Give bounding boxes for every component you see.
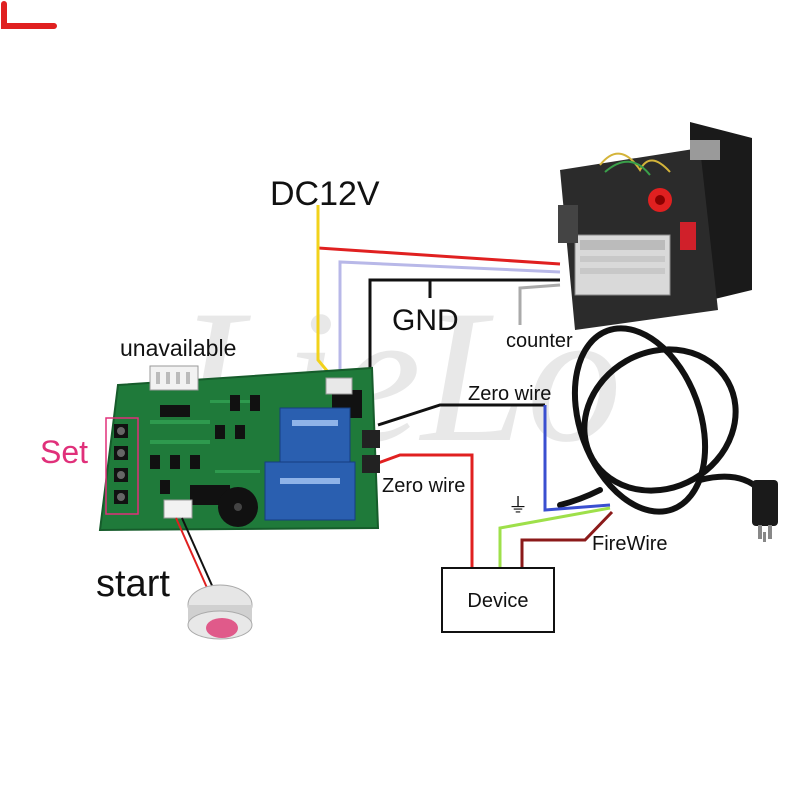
label-zero-wire-top: Zero wire	[468, 383, 551, 405]
wire-zero-blue	[543, 405, 611, 512]
power-cord	[557, 325, 763, 515]
start-connector	[163, 499, 193, 519]
wire-firewire-brown	[520, 510, 614, 568]
label-zero-wire-bottom: Zero wire	[382, 475, 465, 497]
label-device: Device	[467, 590, 528, 612]
wire-counter-gray	[518, 283, 561, 325]
start-wires	[175, 517, 215, 591]
wire-violet	[338, 260, 561, 378]
label-start: start	[96, 563, 170, 605]
control-board	[98, 366, 380, 532]
wire-ground-green	[498, 506, 611, 568]
label-counter: counter	[506, 330, 573, 352]
label-ground-symbol: ⏚	[508, 495, 528, 517]
wire-zero-black	[377, 403, 545, 427]
set-buttons	[105, 417, 139, 515]
start-button	[187, 584, 253, 640]
label-firewire: FireWire	[592, 533, 668, 555]
label-dc12v: DC12V	[270, 175, 380, 213]
label-gnd: GND	[392, 304, 459, 337]
wire-zero-red	[377, 453, 474, 568]
unavailable-connector	[149, 365, 199, 391]
coin-acceptor	[558, 122, 752, 330]
label-set: Set	[40, 434, 88, 470]
power-plug	[752, 480, 778, 542]
buzzer	[218, 487, 258, 527]
corner-logo-mark	[1, 1, 57, 29]
device-box	[441, 567, 555, 633]
wire-dc12v-red	[316, 205, 561, 266]
label-unavailable: unavailable	[120, 335, 236, 361]
